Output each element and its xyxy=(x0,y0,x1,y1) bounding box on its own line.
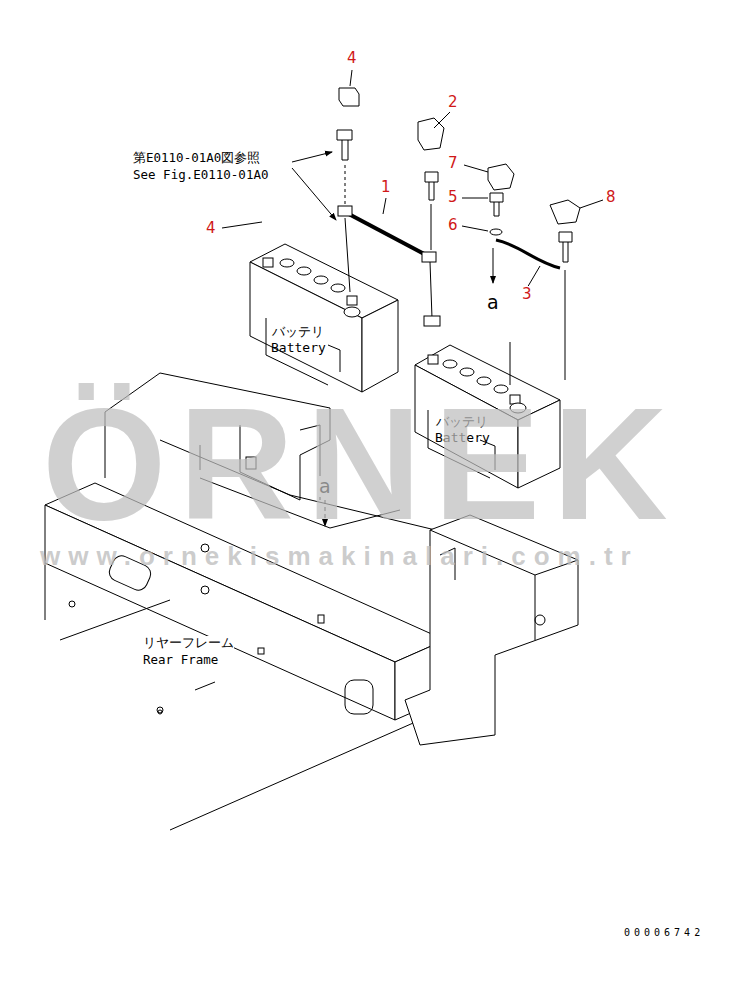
battery-text: Battery xyxy=(271,340,326,356)
callout-number: 1 xyxy=(380,179,392,196)
part-name: Rear Frame xyxy=(143,653,218,667)
callout-number: 7 xyxy=(447,155,459,172)
drawing-number: 00006742 xyxy=(624,927,704,938)
part-name: リヤーフレーム xyxy=(143,636,234,650)
battery-left xyxy=(250,244,398,392)
callout-number: 2 xyxy=(447,94,459,111)
callout-number: 4 xyxy=(205,220,217,237)
callout-number: 5 xyxy=(447,189,459,206)
callout-number: 3 xyxy=(521,286,533,303)
view-letter: a xyxy=(486,292,500,313)
callout-number: 6 xyxy=(447,217,459,234)
reference-note: See Fig.E0110-01A0 xyxy=(133,168,268,182)
leader-lines xyxy=(222,70,603,288)
callout-number: 4 xyxy=(346,50,358,67)
callout-number: 8 xyxy=(605,189,617,206)
reference-note: 第E0110-01A0図参照 xyxy=(133,151,260,165)
watermark-url: www.ornekismakinalari.com.tr xyxy=(40,542,639,571)
battery-label: バッテリBattery xyxy=(267,322,330,357)
battery-text: バッテリ xyxy=(271,324,326,340)
watermark: ÖRNEK xyxy=(42,384,680,544)
